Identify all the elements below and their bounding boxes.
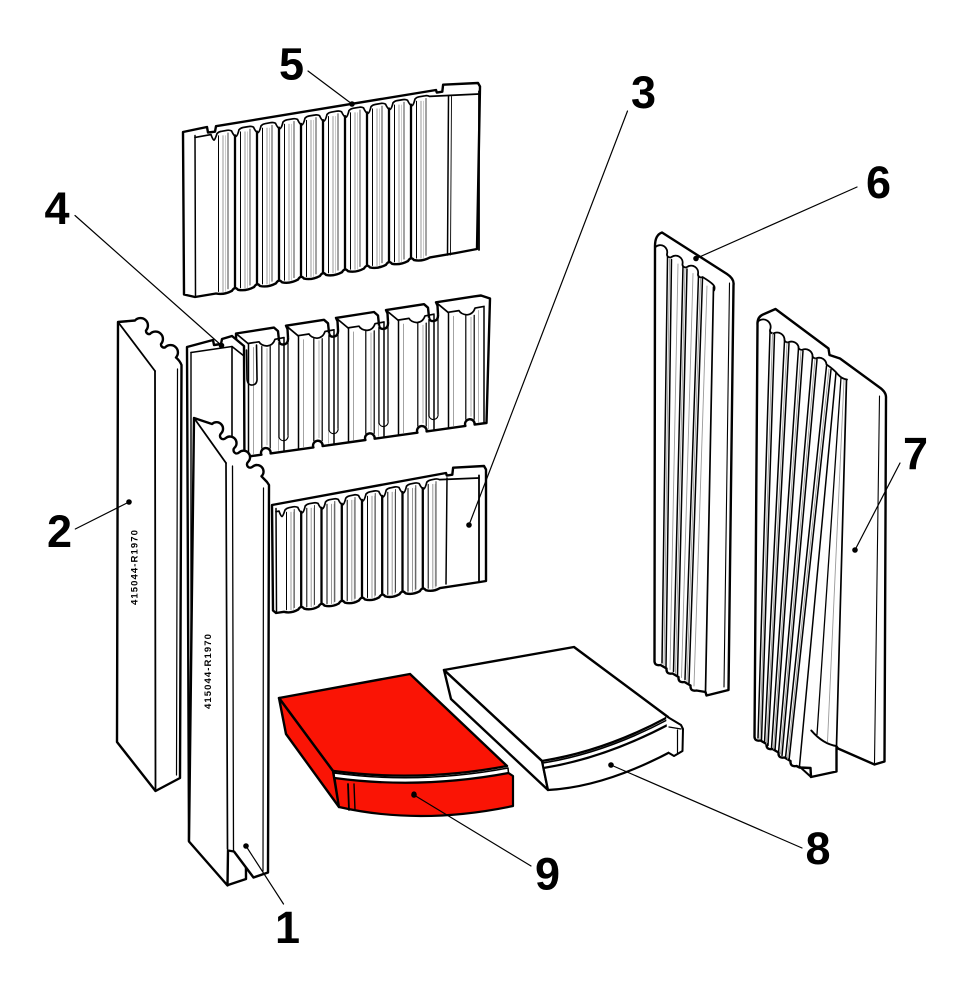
svg-text:4: 4 xyxy=(44,183,69,234)
svg-text:9: 9 xyxy=(535,849,560,900)
svg-text:7: 7 xyxy=(903,428,928,479)
svg-text:415044-R1970: 415044-R1970 xyxy=(130,529,141,605)
svg-text:8: 8 xyxy=(805,823,830,874)
svg-text:1: 1 xyxy=(275,902,300,953)
svg-text:415044-R1970: 415044-R1970 xyxy=(203,633,214,709)
svg-text:5: 5 xyxy=(279,39,304,90)
svg-text:3: 3 xyxy=(631,67,656,118)
svg-text:6: 6 xyxy=(866,157,891,208)
svg-text:2: 2 xyxy=(47,506,72,557)
